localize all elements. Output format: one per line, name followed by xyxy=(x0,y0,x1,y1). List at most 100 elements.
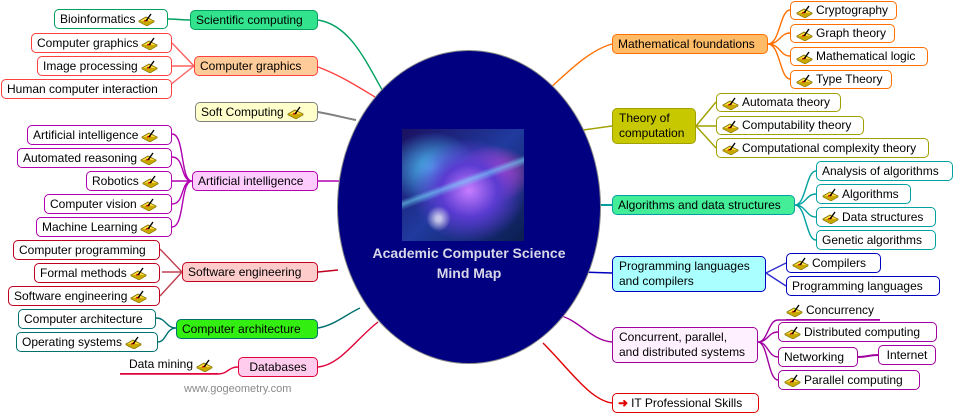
topic-label: Scientific computing xyxy=(196,12,303,27)
computer-science-illustration xyxy=(402,129,524,241)
subtopic-computer-architecture[interactable]: Computer architecture xyxy=(18,309,156,329)
subtopic-type-theory[interactable]: Type Theory xyxy=(790,70,892,89)
subtopic-label: Computer architecture xyxy=(24,311,143,326)
subtopic-label: Programming languages xyxy=(792,278,923,293)
topic-label: Software engineering xyxy=(188,264,302,279)
pen-and-notepad-icon[interactable] xyxy=(722,141,739,155)
watermark: www.gogeometry.com xyxy=(184,383,292,395)
subtopic-label: Image processing xyxy=(43,58,138,73)
subtopic-software-engineering[interactable]: Software engineering xyxy=(8,286,160,306)
subtopic-label: Automated reasoning xyxy=(23,150,138,165)
topic-concurrent-parallel-distributed-systems[interactable]: Concurrent, parallel, and distributed sy… xyxy=(612,327,758,363)
subtopic-human-computer-interaction[interactable]: Human computer interaction xyxy=(1,79,172,99)
subtopic-concurrency[interactable]: Concurrency xyxy=(786,301,880,320)
topic-computer-architecture[interactable]: Computer architecture xyxy=(176,319,318,339)
subtopic-automata-theory[interactable]: Automata theory xyxy=(716,93,841,112)
subtopic-robotics[interactable]: Robotics xyxy=(86,171,172,191)
pen-and-notepad-icon[interactable] xyxy=(822,187,839,201)
central-topic-title[interactable]: Academic Computer Science Mind Map xyxy=(345,243,593,283)
pen-and-notepad-icon[interactable] xyxy=(140,151,157,165)
pen-and-notepad-icon[interactable] xyxy=(822,210,839,224)
pen-and-notepad-icon[interactable] xyxy=(125,335,142,349)
subtopic-label: Algorithms xyxy=(842,186,899,201)
topic-soft-computing[interactable]: Soft Computing xyxy=(195,102,318,122)
pen-and-notepad-icon[interactable] xyxy=(140,220,158,234)
subtopic-parallel-computing[interactable]: Parallel computing xyxy=(778,370,920,390)
central-topic-line2: Mind Map xyxy=(436,265,502,281)
subtopic-programming-languages[interactable]: Programming languages xyxy=(786,276,940,296)
topic-databases[interactable]: Databases xyxy=(238,357,318,377)
pen-and-notepad-icon[interactable] xyxy=(130,289,148,303)
pen-and-notepad-icon[interactable] xyxy=(129,266,147,280)
subtopic-label: Concurrency xyxy=(806,302,875,317)
subtopic-graph-theory[interactable]: Graph theory xyxy=(790,24,895,43)
topic-algorithms-and-data-structures[interactable]: Algorithms and data structures xyxy=(612,195,795,215)
pen-and-notepad-icon[interactable] xyxy=(139,197,157,211)
subtopic-formal-methods[interactable]: Formal methods xyxy=(34,263,160,283)
subtopic-genetic-algorithms[interactable]: Genetic algorithms xyxy=(816,230,936,250)
pen-and-notepad-icon[interactable] xyxy=(796,4,813,18)
subtopic-internet[interactable]: Internet xyxy=(878,345,936,365)
pen-and-notepad-icon[interactable] xyxy=(140,59,158,73)
subtopic-machine-learning[interactable]: Machine Learning xyxy=(36,217,172,237)
pen-and-notepad-icon[interactable] xyxy=(286,105,304,119)
topic-artificial-intelligence[interactable]: Artificial intelligence xyxy=(192,171,318,191)
subtopic-networking[interactable]: Networking xyxy=(778,347,858,367)
subtopic-label: Compilers xyxy=(812,255,867,270)
subtopic-cryptography[interactable]: Cryptography xyxy=(790,1,897,20)
subtopic-label: Cryptography xyxy=(816,3,889,17)
topic-theory-of-computation[interactable]: Theory of computation xyxy=(612,108,696,144)
topic-label-line2: and compilers xyxy=(619,274,694,288)
subtopic-compilers[interactable]: Compilers xyxy=(786,253,881,273)
pen-and-notepad-icon[interactable] xyxy=(138,12,156,26)
subtopic-image-processing[interactable]: Image processing xyxy=(37,56,172,76)
subtopic-label: Genetic algorithms xyxy=(822,232,923,247)
pen-and-notepad-icon[interactable] xyxy=(796,50,813,64)
topic-scientific-computing[interactable]: Scientific computing xyxy=(190,10,318,30)
subtopic-label: Analysis of algorithms xyxy=(822,163,939,178)
pen-and-notepad-icon[interactable] xyxy=(196,358,213,372)
subtopic-bioinformatics[interactable]: Bioinformatics xyxy=(54,9,168,29)
subtopic-label: Data structures xyxy=(842,209,924,224)
subtopic-data-structures[interactable]: Data structures xyxy=(816,207,936,227)
pen-and-notepad-icon[interactable] xyxy=(796,73,813,87)
subtopic-computational-complexity-theory[interactable]: Computational complexity theory xyxy=(716,138,929,158)
topic-label-line1: Theory of xyxy=(619,111,670,125)
topic-computer-graphics[interactable]: Computer graphics xyxy=(194,56,318,76)
pen-and-notepad-icon[interactable] xyxy=(786,303,803,317)
topic-programming-languages-and-compilers[interactable]: Programming languages and compilers xyxy=(612,256,766,292)
subtopic-computer-graphics[interactable]: Computer graphics xyxy=(31,33,172,53)
subtopic-computer-vision[interactable]: Computer vision xyxy=(44,194,172,214)
subtopic-analysis-of-algorithms[interactable]: Analysis of algorithms xyxy=(816,161,953,181)
subtopic-label: Internet xyxy=(886,347,928,362)
topic-label: Artificial intelligence xyxy=(198,173,304,188)
pen-and-notepad-icon[interactable] xyxy=(722,96,739,110)
subtopic-computer-programming[interactable]: Computer programming xyxy=(13,240,160,260)
subtopic-algorithms[interactable]: Algorithms xyxy=(816,184,911,204)
subtopic-label: Computer vision xyxy=(50,196,137,211)
subtopic-computability-theory[interactable]: Computability theory xyxy=(716,116,864,135)
pen-and-notepad-icon[interactable] xyxy=(796,27,813,41)
pen-and-notepad-icon[interactable] xyxy=(141,36,159,50)
topic-mathematical-foundations[interactable]: Mathematical foundations xyxy=(612,34,768,54)
subtopic-distributed-computing[interactable]: Distributed computing xyxy=(778,322,937,342)
subtopic-label: Robotics xyxy=(92,173,139,188)
pen-and-notepad-icon[interactable] xyxy=(141,174,159,188)
pen-and-notepad-icon[interactable] xyxy=(784,373,801,387)
pen-and-notepad-icon[interactable] xyxy=(784,325,801,339)
topic-label-line1: Programming languages xyxy=(619,259,750,273)
topic-software-engineering[interactable]: Software engineering xyxy=(182,262,318,282)
subtopic-operating-systems[interactable]: Operating systems xyxy=(16,332,158,352)
subtopic-automated-reasoning[interactable]: Automated reasoning xyxy=(17,148,172,168)
topic-it-professional-skills[interactable]: ➜ IT Professional Skills xyxy=(612,393,759,413)
pen-and-notepad-icon[interactable] xyxy=(722,119,739,133)
link-arrow-icon[interactable]: ➜ xyxy=(618,395,629,410)
pen-and-notepad-icon[interactable] xyxy=(141,128,159,142)
subtopic-artificial-intelligence[interactable]: Artificial intelligence xyxy=(27,125,172,145)
pen-and-notepad-icon[interactable] xyxy=(792,256,809,270)
topic-label-line1: Concurrent, parallel, xyxy=(619,330,728,344)
subtopic-label: Distributed computing xyxy=(804,324,921,339)
subtopic-mathematical-logic[interactable]: Mathematical logic xyxy=(790,47,928,66)
subtopic-data-mining[interactable]: Data mining xyxy=(120,356,218,374)
topic-label: Soft Computing xyxy=(201,104,284,119)
